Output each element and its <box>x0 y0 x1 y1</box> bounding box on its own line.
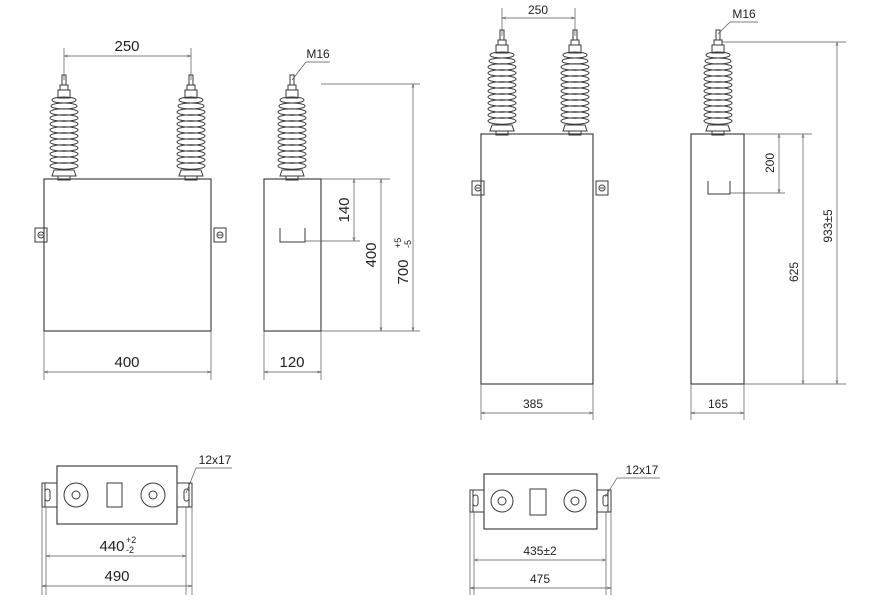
right-top-terminal-left <box>490 489 514 513</box>
left-top-terminal-right <box>140 482 166 508</box>
right-front-body <box>480 133 594 385</box>
left-top-hole-spacing-tol-lower: -2 <box>126 545 134 555</box>
right-front-terminal-spacing: 250 <box>528 3 548 17</box>
left-side-h400: 400 <box>363 242 380 267</box>
right-side-h-total: 933±5 <box>821 209 835 243</box>
left-front-mount-tab-right <box>213 227 227 243</box>
right-top-nameplate <box>529 488 547 516</box>
left-side-bracket <box>279 228 306 243</box>
left-side-view: M16 140 400 700 +5 -5 120 <box>263 47 420 380</box>
right-front-mount-tab-right <box>595 180 609 196</box>
right-side-h625: 625 <box>787 262 801 282</box>
right-top-body <box>483 473 598 530</box>
right-top-terminal-right <box>563 489 587 513</box>
left-top-body <box>56 465 178 525</box>
right-side-view: M16 200 625 933±5 165 <box>690 7 846 420</box>
left-side-h140: 140 <box>336 197 353 222</box>
right-top-slot: 12x17 <box>626 463 659 477</box>
left-front-view: 250 400 <box>34 38 227 380</box>
left-top-view: 12x17 440 +2 -2 490 <box>41 453 232 595</box>
right-top-hole-spacing: 435±2 <box>523 544 557 558</box>
left-side-depth: 120 <box>279 354 304 371</box>
left-side-h-total-tol-lower: -5 <box>403 240 413 248</box>
left-front-width: 400 <box>114 354 139 371</box>
left-side-h-total: 700 <box>395 259 412 284</box>
right-front-view: 250 385 <box>471 3 609 420</box>
left-top-hole-spacing: 440 <box>99 538 124 555</box>
left-side-h-total-tol-upper: +5 <box>393 238 403 248</box>
right-side-thread: M16 <box>732 7 756 21</box>
right-side-body <box>690 133 745 385</box>
left-top-terminal-left <box>63 482 89 508</box>
left-front-bushing-right <box>176 74 206 181</box>
left-top-nameplate <box>106 482 123 508</box>
left-front-bushing-left <box>49 74 79 181</box>
right-front-width: 385 <box>523 397 543 411</box>
left-top-hole-spacing-tol-upper: +2 <box>126 535 136 545</box>
left-top-overall: 490 <box>104 568 129 585</box>
left-side-bushing <box>277 74 307 181</box>
left-side-thread: M16 <box>306 47 330 61</box>
left-side-body <box>263 178 322 332</box>
left-front-body <box>43 178 212 332</box>
right-side-bushing <box>703 29 733 136</box>
right-front-bushing-right <box>560 29 590 136</box>
left-top-slot: 12x17 <box>199 453 232 467</box>
right-top-view: 12x17 435±2 475 <box>469 463 660 595</box>
left-front-terminal-spacing: 250 <box>114 38 139 55</box>
right-side-depth: 165 <box>708 397 728 411</box>
right-top-overall: 475 <box>530 572 550 586</box>
right-side-h200: 200 <box>763 153 777 173</box>
right-front-bushing-left <box>487 29 517 136</box>
right-side-bracket <box>707 181 731 195</box>
